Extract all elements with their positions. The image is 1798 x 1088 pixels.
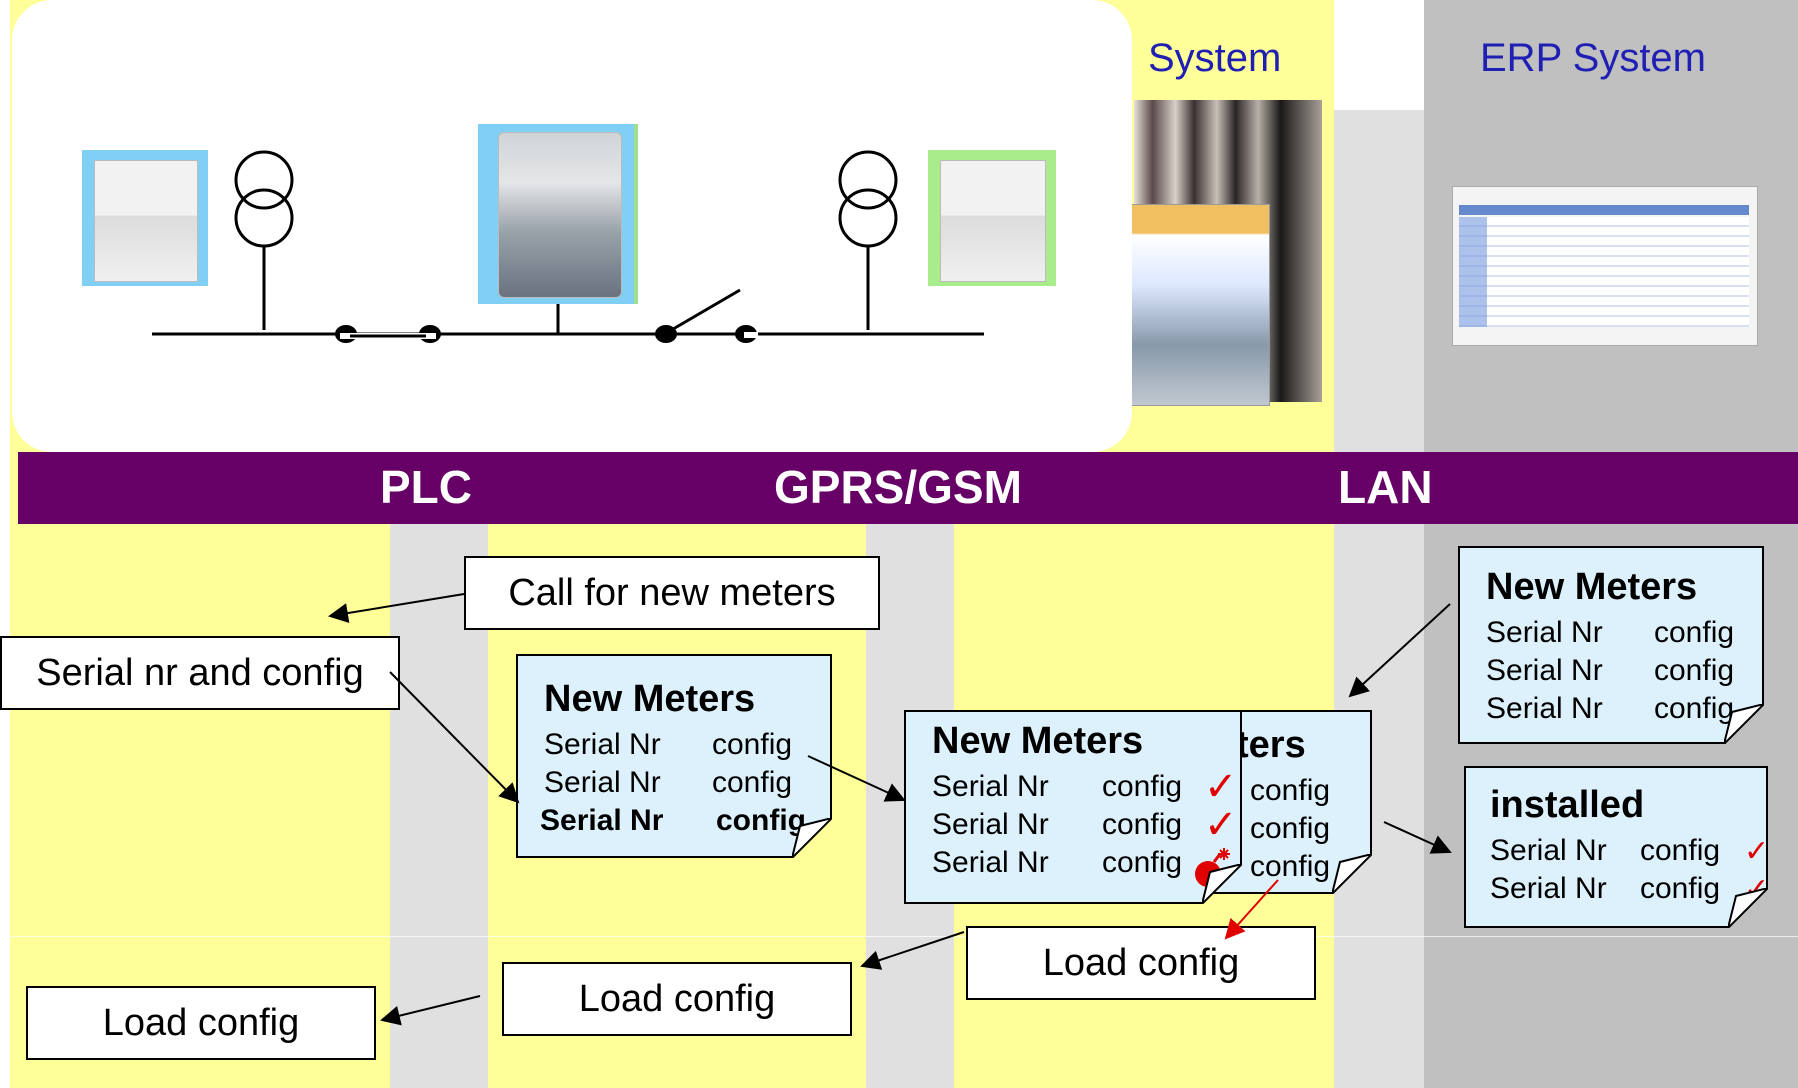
doc-behind-title: ters [1236, 724, 1306, 766]
band-label-gprs: GPRS/GSM [774, 461, 1022, 513]
meter-right [928, 150, 1056, 286]
doc-title: New Meters [544, 678, 756, 720]
transformer-right-icon [838, 150, 898, 210]
doc-fold [1724, 704, 1764, 744]
doc-behind-row: config [1250, 774, 1331, 807]
meter-center [478, 124, 638, 304]
lane-gap-3 [1334, 110, 1424, 1088]
doc-fold [792, 818, 832, 858]
doc-behind-fold [1332, 854, 1372, 894]
doc-fold [1202, 864, 1242, 904]
load-config-box-concentrator: Load config [502, 962, 852, 1036]
doc-title: New Meters [932, 720, 1144, 762]
band-label-plc: PLC [380, 461, 472, 513]
load-config-box-system: Load config [966, 926, 1316, 1000]
switch-blade [667, 288, 741, 334]
band-label-lan: LAN [1338, 461, 1433, 513]
doc-title: installed [1490, 784, 1645, 826]
grid-line-diagram [152, 150, 984, 343]
load-config-box-meter: Load config [26, 986, 376, 1060]
check-icon: ✓ [1204, 765, 1238, 809]
doc-title: New Meters [1486, 566, 1698, 608]
erp-system-title: ERP System [1480, 36, 1706, 80]
erp-screenshot [1452, 186, 1758, 346]
meter-left [82, 150, 208, 286]
communication-band: PLC GPRS/GSM LAN [18, 452, 1798, 524]
doc-fold [1728, 888, 1768, 928]
check-icon: ✓ [1204, 803, 1238, 847]
check-icon: ✓ [1744, 835, 1770, 868]
software-screenshot [1128, 204, 1270, 406]
system-title: System [1148, 36, 1282, 80]
doc-behind-row: config [1250, 812, 1331, 845]
transformer-left-icon [234, 150, 294, 210]
lane-divider-line [10, 936, 1798, 937]
call-new-meters-box: Call for new meters [464, 556, 880, 630]
doc-behind-row: config [1250, 850, 1331, 883]
serial-and-config-box: Serial nr and config [0, 636, 400, 710]
